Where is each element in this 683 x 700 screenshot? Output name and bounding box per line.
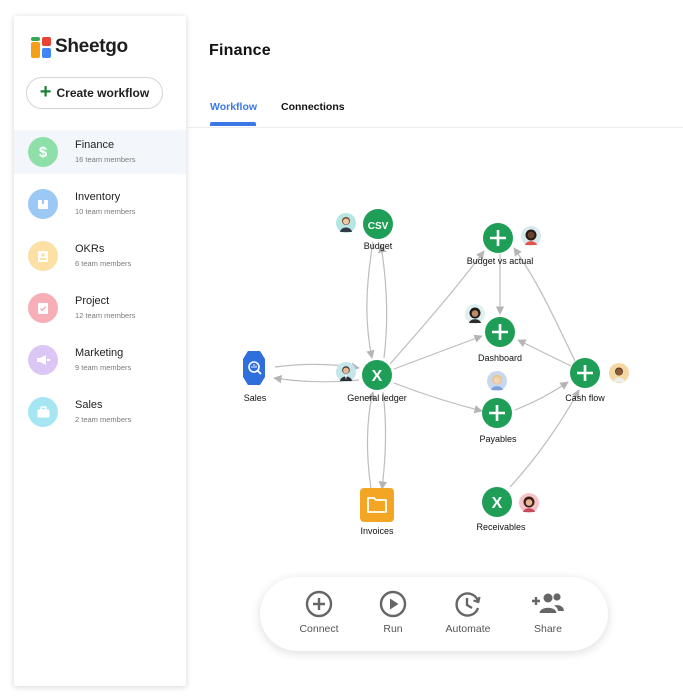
node-label-dashboard: Dashboard	[478, 353, 522, 363]
active-tab-indicator	[210, 122, 256, 126]
avatar-dashboard-owner	[465, 304, 485, 324]
connector-cashflow-dashboard	[517, 339, 572, 367]
sheetgo-logo-text: Sheetgo	[55, 36, 128, 57]
csv-icon	[363, 209, 393, 239]
connector-payables-cashflow	[514, 381, 569, 411]
avatar-cash-flow-owner	[609, 363, 629, 383]
connector-ledger-budget-vs-actual	[389, 250, 485, 365]
excel-icon	[482, 487, 512, 517]
sidebar-item-members: 9 team members	[75, 363, 132, 372]
box-icon	[28, 189, 58, 219]
avatar-budget-owner	[336, 213, 356, 233]
avatar-payables-owner	[487, 371, 507, 391]
tab-workflow[interactable]: Workflow	[210, 101, 258, 113]
node-general-ledger[interactable]: X General ledger	[347, 360, 407, 403]
share-button[interactable]: Share	[513, 589, 583, 635]
create-workflow-label: Create workflow	[56, 86, 150, 100]
node-label-invoices: Invoices	[360, 526, 394, 536]
sidebar-item-members: 16 team members	[75, 155, 136, 164]
connect-button[interactable]: Connect	[284, 589, 354, 635]
sidebar-item-members: 2 team members	[75, 415, 132, 424]
automate-label: Automate	[445, 623, 491, 635]
avatar-receivables-owner	[519, 493, 539, 513]
sidebar-item-inventory[interactable]: Inventory 10 team members	[14, 182, 186, 226]
avatar-budget-vs-actual-owner	[521, 226, 541, 246]
sidebar-item-label: Sales	[75, 399, 103, 411]
connector-ledger-dashboard	[393, 334, 483, 370]
connect-label: Connect	[299, 623, 339, 635]
node-label-general-ledger: General ledger	[347, 393, 407, 403]
run-label: Run	[383, 623, 403, 635]
node-label-receivables: Receivables	[476, 522, 526, 532]
add-people-icon	[532, 593, 564, 613]
sidebar-item-members: 10 team members	[75, 207, 136, 216]
dollar-icon: $	[28, 137, 58, 167]
tabs-divider	[186, 127, 683, 128]
node-sales[interactable]: Sales	[243, 351, 267, 403]
create-workflow-button[interactable]: + Create workflow	[26, 77, 163, 109]
connector-ledger-invoices	[378, 391, 388, 490]
sidebar-item-project[interactable]: Project 12 team members	[14, 286, 186, 330]
run-button[interactable]: Run	[358, 589, 428, 635]
sidebar-item-marketing[interactable]: Marketing 9 team members	[14, 338, 186, 382]
node-cash-flow[interactable]: Cash flow	[565, 358, 605, 403]
clock-sync-icon	[455, 592, 481, 617]
badge-icon	[28, 241, 58, 271]
sidebar-item-label: Project	[75, 295, 110, 307]
briefcase-icon	[28, 397, 58, 427]
sidebar-item-finance[interactable]: $ Finance 16 team members	[14, 130, 186, 174]
avatar-general-ledger-owner	[336, 362, 356, 382]
csv-badge-text: CSV	[368, 221, 389, 232]
node-label-payables: Payables	[479, 434, 517, 444]
sheetgo-logo[interactable]: Sheetgo	[31, 35, 128, 59]
sidebar-item-sales[interactable]: Sales 2 team members	[14, 390, 186, 434]
connector-lines	[273, 241, 580, 490]
node-budget[interactable]: CSV Budget	[363, 209, 393, 251]
svg-text:$: $	[39, 144, 48, 160]
connector-cashflow-budget-vs-actual	[513, 247, 576, 362]
node-receivables[interactable]: X Receivables	[476, 487, 526, 532]
sidebar: Sheetgo + Create workflow $ Finance 16 t…	[14, 16, 186, 686]
excel-badge-text: X	[492, 495, 503, 512]
sheetgo-logo-icon	[31, 36, 51, 58]
node-label-budget: Budget	[364, 241, 393, 251]
node-label-cash-flow: Cash flow	[565, 393, 605, 403]
plus-circle-icon	[305, 590, 333, 618]
excel-badge-text: X	[372, 368, 383, 385]
page-title: Finance	[209, 42, 271, 59]
excel-icon	[362, 360, 392, 390]
node-dashboard[interactable]: Dashboard	[478, 317, 522, 363]
connector-receivables-cashflow	[509, 389, 580, 488]
node-label-budget-vs-actual: Budget vs actual	[467, 256, 534, 266]
automate-button[interactable]: Automate	[433, 589, 503, 635]
node-payables[interactable]: Payables	[479, 398, 517, 444]
plus-icon: +	[39, 81, 52, 103]
sidebar-item-label: Marketing	[75, 347, 124, 359]
sidebar-item-label: Finance	[75, 139, 115, 151]
node-invoices[interactable]: Invoices	[360, 488, 394, 536]
connector-invoices-ledger	[366, 391, 376, 490]
share-label: Share	[533, 623, 563, 635]
sidebar-item-label: OKRs	[75, 243, 105, 255]
connector-ledger-payables	[393, 382, 483, 414]
megaphone-icon	[28, 345, 58, 375]
clipboard-check-icon	[28, 293, 58, 323]
node-label-sales: Sales	[244, 393, 267, 403]
node-budget-vs-actual[interactable]: Budget vs actual	[467, 223, 534, 266]
sidebar-item-members: 12 team members	[75, 311, 136, 320]
connector-budget-ledger	[366, 241, 375, 359]
tab-connections[interactable]: Connections	[281, 101, 345, 113]
folder-icon	[360, 488, 394, 522]
sidebar-item-okrs[interactable]: OKRs 6 team members	[14, 234, 186, 278]
connector-ledger-budget	[378, 244, 388, 359]
sidebar-item-members: 6 team members	[75, 259, 132, 268]
play-circle-icon	[379, 590, 407, 618]
sidebar-item-label: Inventory	[75, 191, 121, 203]
workflow-action-bar: Connect Run Automate Share	[260, 577, 608, 651]
